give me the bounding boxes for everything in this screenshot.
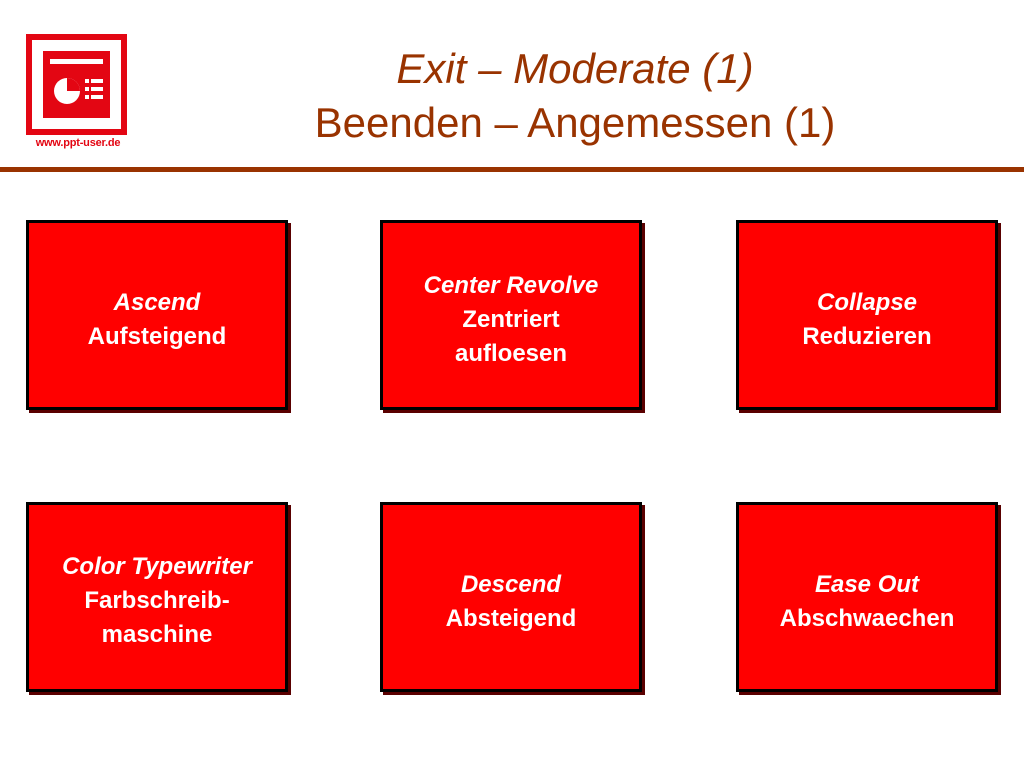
title-german: Beenden – Angemessen (1) (314, 99, 836, 146)
title-english: Exit – Moderate (1) (396, 45, 754, 92)
effect-name-english: Ease Out (814, 571, 920, 598)
effect-name-german-line2: aufloesen (454, 340, 568, 367)
effect-name-german-line2: maschine (101, 621, 213, 648)
effect-name-german-line1: Zentriert (462, 306, 560, 333)
effect-box-color-typewriter[interactable]: Color Typewriter Farbschreib- maschine (26, 502, 288, 692)
title-divider (0, 167, 1024, 172)
slide-title: Exit – Moderate (1) Beenden – Angemessen… (200, 42, 950, 150)
effect-name-english: Descend (460, 571, 562, 598)
ppt-user-logo (26, 34, 127, 135)
effect-box-center-revolve[interactable]: Center Revolve Zentriert aufloesen (380, 220, 642, 410)
effect-box-descend[interactable]: Descend Absteigend (380, 502, 642, 692)
effect-box-collapse[interactable]: Collapse Reduzieren (736, 220, 998, 410)
effect-name-german: Absteigend (445, 605, 577, 632)
logo-frame (32, 40, 121, 129)
effect-name-german: Abschwaechen (779, 605, 955, 632)
effect-name-english: Ascend (113, 289, 201, 316)
logo-caption[interactable]: www.ppt-user.de (35, 137, 121, 149)
effect-name-german: Reduzieren (802, 323, 932, 350)
effect-name-german: Aufsteigend (87, 323, 227, 350)
effect-name-english: Center Revolve (423, 272, 599, 299)
effect-name-german-line1: Farbschreib- (84, 587, 230, 614)
presentation-icon (43, 51, 110, 118)
effect-name-english: Collapse (816, 289, 918, 316)
effect-name-english: Color Typewriter (62, 553, 252, 580)
effect-box-ascend[interactable]: Ascend Aufsteigend (26, 220, 288, 410)
effect-box-ease-out[interactable]: Ease Out Abschwaechen (736, 502, 998, 692)
